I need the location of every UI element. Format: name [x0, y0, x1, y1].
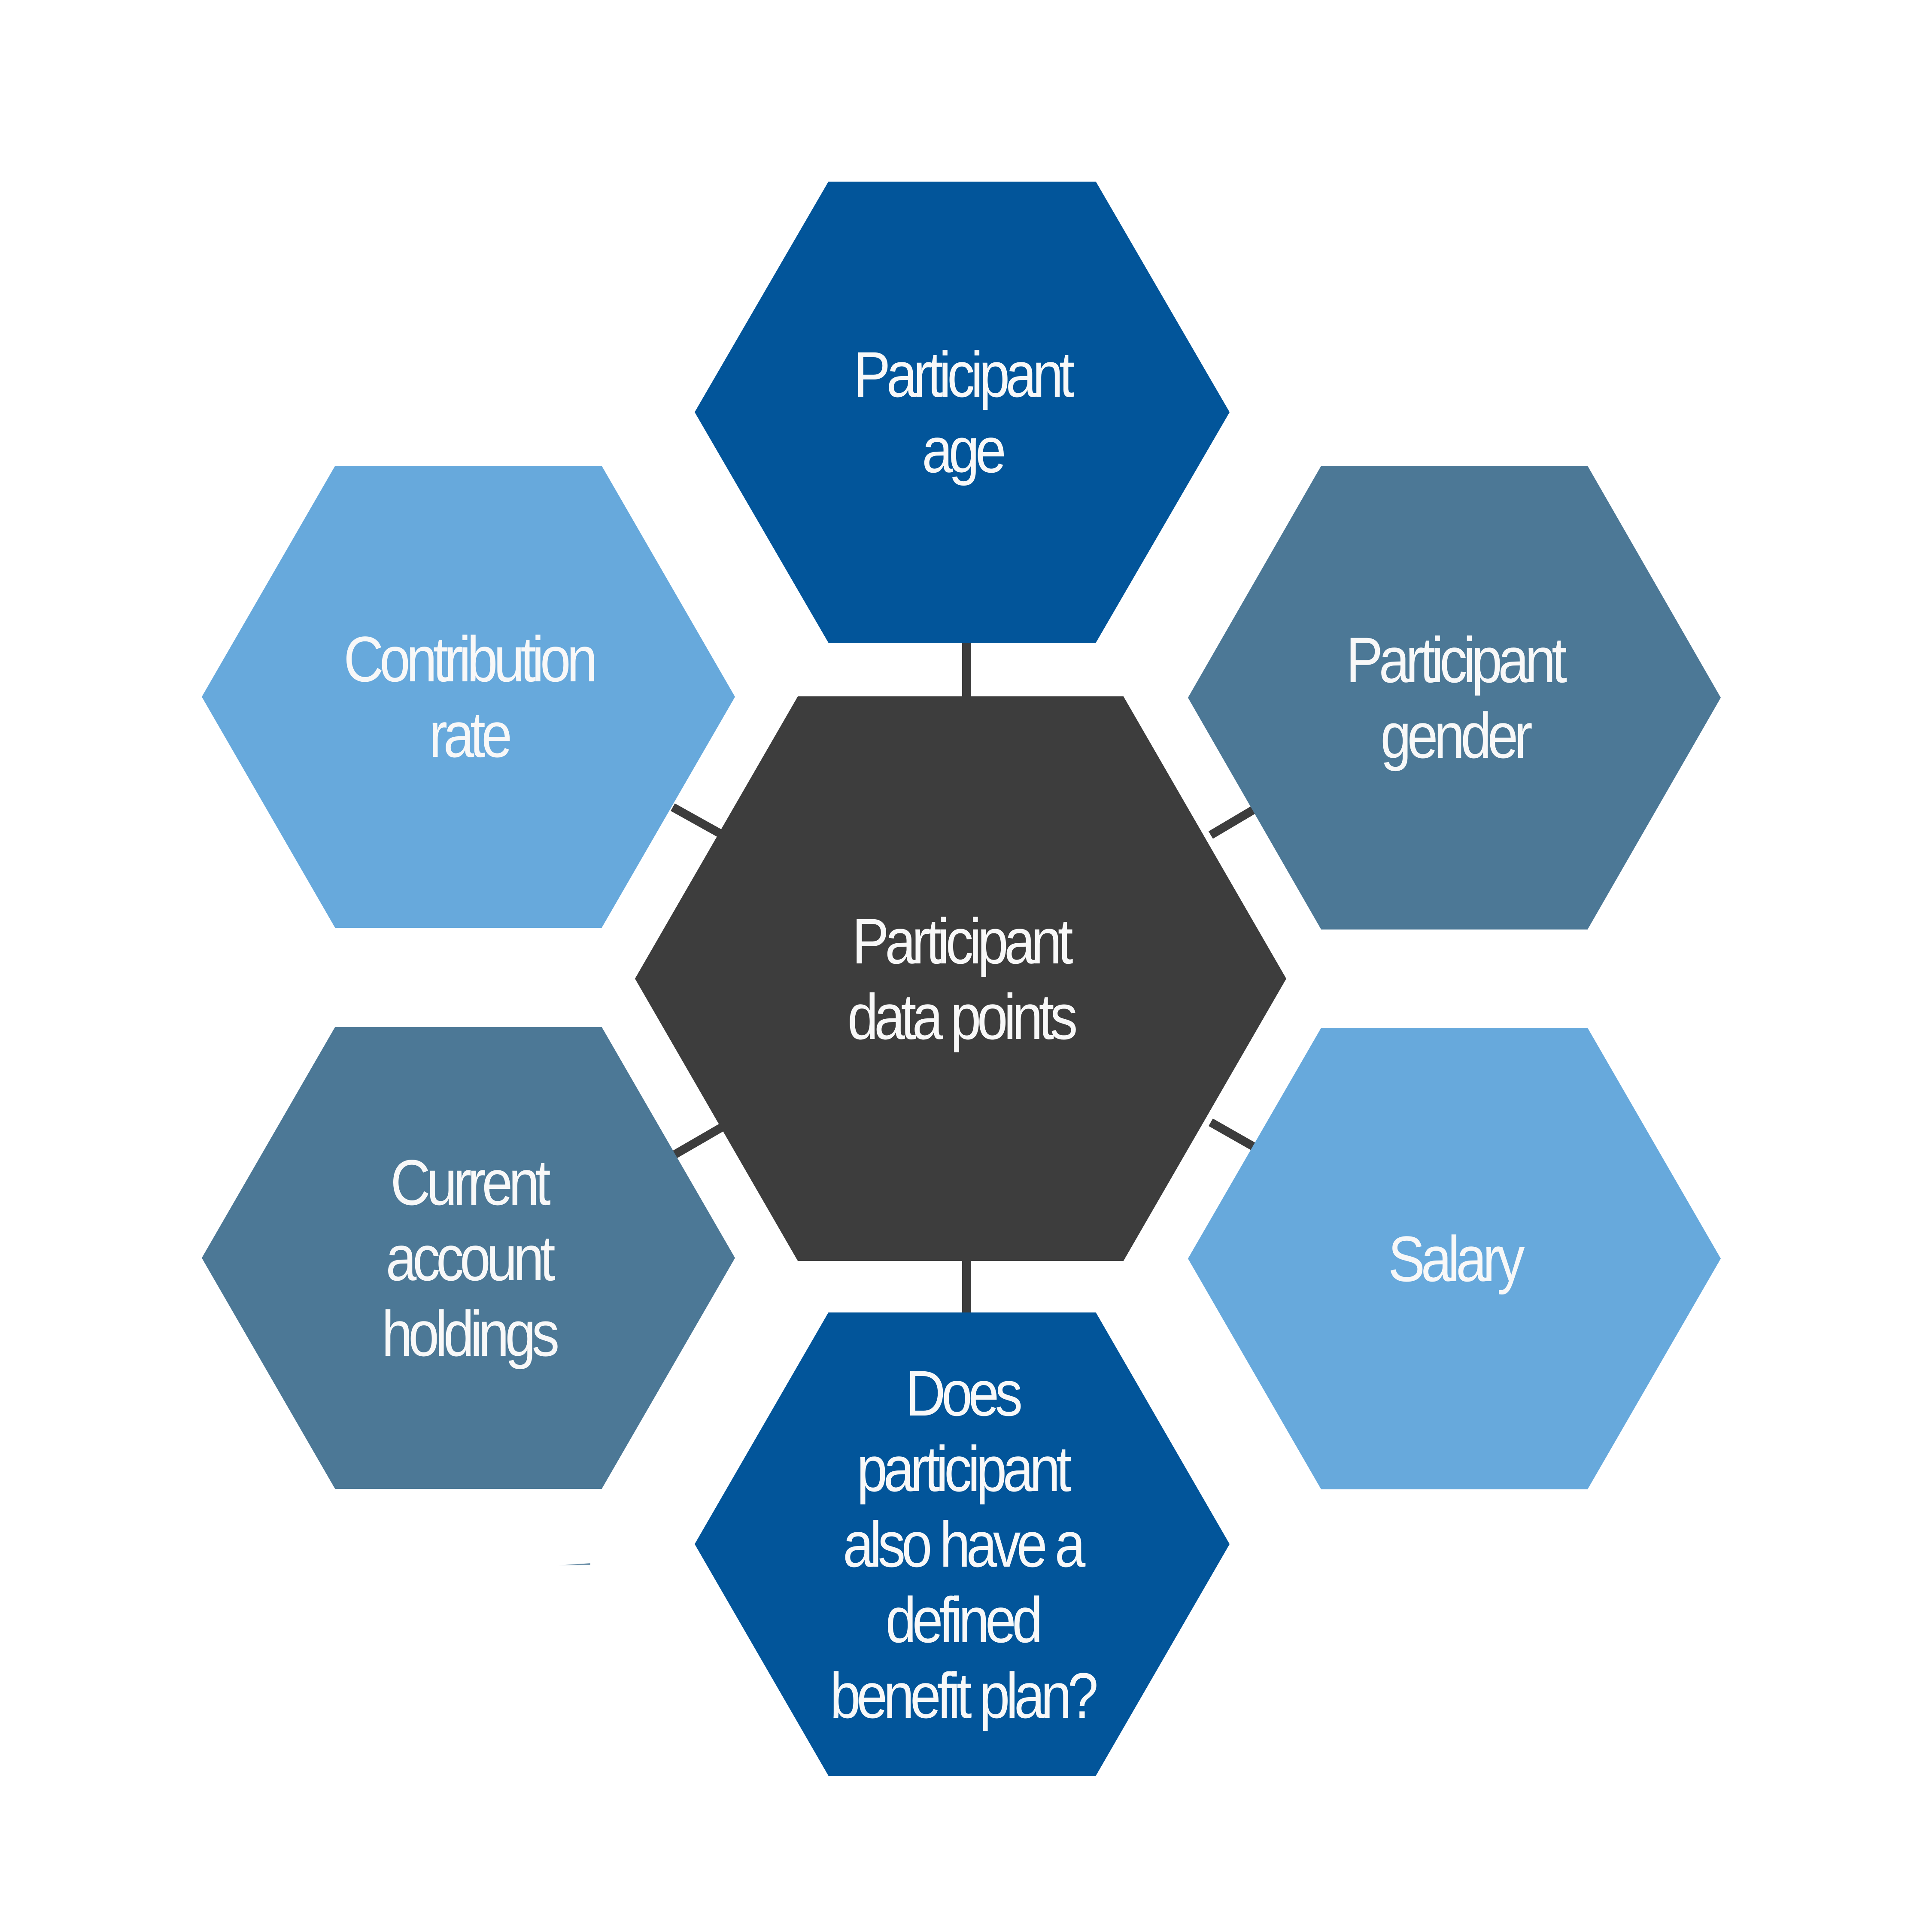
connector-lower-right [1209, 1118, 1263, 1154]
current-account-holdings-hexagon [202, 1027, 735, 1489]
connector-upper-left [671, 803, 723, 838]
center-hexagon [635, 696, 1286, 1261]
salary-hexagon [1188, 1028, 1721, 1489]
decorative-sliver [558, 1563, 590, 1565]
contribution-rate-hexagon [202, 466, 735, 928]
participant-age-hexagon [695, 182, 1230, 643]
defined-benefit-plan-hexagon [695, 1312, 1230, 1776]
connector-lower-left [671, 1123, 726, 1159]
participant-gender-hexagon [1188, 466, 1721, 930]
